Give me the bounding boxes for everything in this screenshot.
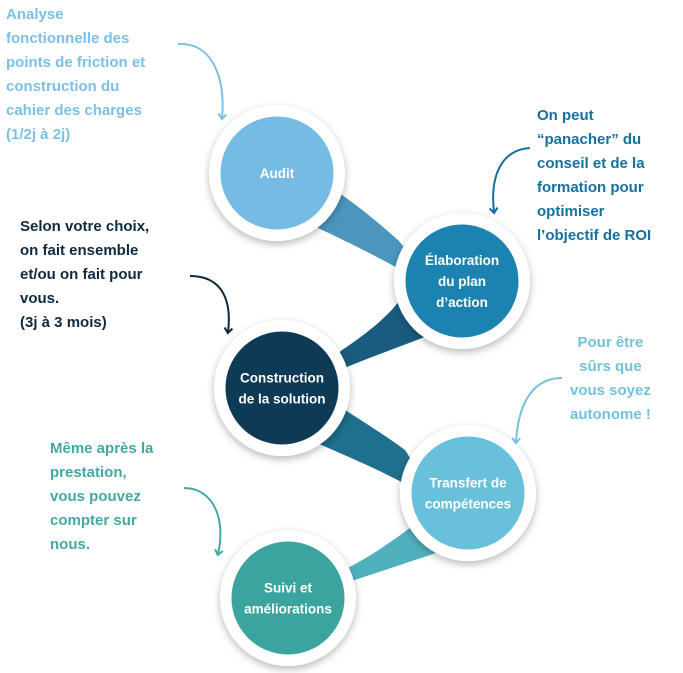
step-construction-circle xyxy=(222,328,342,448)
step-label-line: du plan xyxy=(438,274,486,289)
step-label-line: Transfert de xyxy=(429,476,507,491)
arrow-plan-note xyxy=(488,147,531,215)
step-plan-circle xyxy=(402,221,522,341)
step-plan-label: Élaboration du plan d’action xyxy=(425,253,499,310)
step-label-line: compétences xyxy=(425,497,511,512)
step-audit-circle xyxy=(217,113,337,233)
step-transfert: Transfert de compétences xyxy=(400,425,536,561)
step-audit-label: Audit xyxy=(260,166,295,181)
step-construction-label: Construction de la solution xyxy=(238,371,325,407)
note-plan: On peut “panacher” du conseil et de la f… xyxy=(537,107,652,244)
step-transfert-circle xyxy=(408,433,528,553)
step-transfert-label: Transfert de compétences xyxy=(425,476,511,512)
arrow-transfert-note xyxy=(511,377,563,445)
note-suivi: Même après la prestation, vous pouvez co… xyxy=(50,440,154,553)
note-audit: Analyse fonctionnelle des points de fric… xyxy=(6,6,146,143)
step-label-line: Construction xyxy=(240,371,324,386)
step-suivi-circle xyxy=(228,538,348,658)
arrow-construction-note xyxy=(189,275,234,335)
step-suivi-label: Suivi et améliorations xyxy=(244,581,332,617)
step-label-line: Suivi et xyxy=(264,581,313,596)
arrow-suivi-note xyxy=(183,487,224,557)
note-transfert: Pour être sûrs que vous soyez autonome ! xyxy=(570,334,651,423)
step-plan: Élaboration du plan d’action xyxy=(394,213,530,349)
step-label-line: améliorations xyxy=(244,602,332,617)
step-label-line: d’action xyxy=(436,295,488,310)
step-label-line: de la solution xyxy=(238,392,325,407)
step-label-line: Élaboration xyxy=(425,253,499,268)
step-suivi: Suivi et améliorations xyxy=(220,530,356,666)
arrow-audit-note xyxy=(177,42,228,121)
step-construction: Construction de la solution xyxy=(214,320,350,456)
step-label-line: Audit xyxy=(260,166,295,181)
note-construction: Selon votre choix, on fait ensemble et/o… xyxy=(20,218,150,331)
step-audit: Audit xyxy=(209,105,345,241)
